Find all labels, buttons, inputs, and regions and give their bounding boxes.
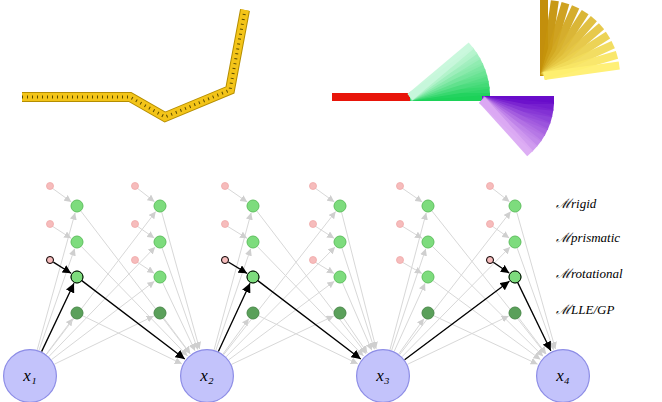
chain-ruler xyxy=(22,10,245,117)
variable-node: x₂ xyxy=(180,349,234,402)
model-nodes xyxy=(47,183,522,320)
model-label: ℳLLE/GP xyxy=(556,300,614,318)
model-label: ℳrigid xyxy=(556,194,596,212)
variable-node: x₃ xyxy=(356,349,410,402)
variable-label: x₂ xyxy=(200,366,213,386)
model-links xyxy=(37,188,555,364)
model-label: ℳrotational xyxy=(556,264,623,282)
connector xyxy=(42,281,185,359)
articulation-fans xyxy=(332,0,619,154)
model-label: ℳprismatic xyxy=(556,228,620,246)
variable-label: x₃ xyxy=(376,366,389,386)
connector xyxy=(405,281,551,360)
variable-node: x₄ xyxy=(536,349,590,402)
connector xyxy=(218,281,360,359)
variable-node: x₁ xyxy=(3,349,57,402)
variable-label: x₁ xyxy=(23,366,36,386)
variable-label: x₄ xyxy=(556,366,569,386)
